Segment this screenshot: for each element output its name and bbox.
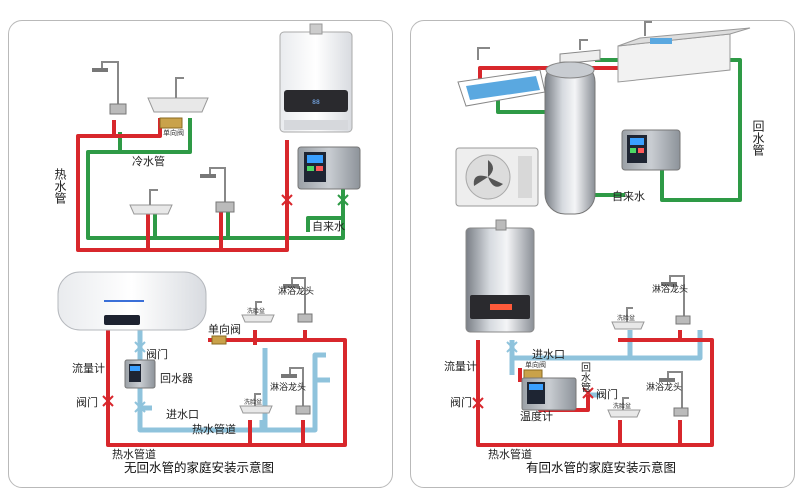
wash-basin-icon (559, 39, 601, 65)
return-pipe-label: 回水管 (579, 362, 591, 393)
hot-pipe-label: 热水管道 (112, 447, 156, 461)
kitchen-counter-icon (617, 21, 751, 83)
tap-water-label: 自来水 (612, 190, 645, 203)
water-heater-icon: 88 (279, 23, 353, 133)
valve-icon (472, 387, 594, 409)
left-top-hot-pipes (76, 118, 289, 252)
return-device-icon (124, 359, 156, 389)
tap-water-label: 自来水 (312, 220, 345, 233)
wash-basin-icon (147, 77, 209, 113)
wash-basin-label: 洗脸盆 (617, 314, 635, 322)
valve-label: 阀门 (76, 395, 98, 409)
check-valve-label: 单向阀 (163, 128, 184, 137)
left-top-cold-pipes (86, 118, 345, 240)
shower-faucet-label: 淋浴龙头 (278, 285, 314, 297)
shower-head-icon (281, 367, 311, 415)
bathtub-icon (457, 47, 546, 107)
shower-head-icon (283, 277, 313, 323)
right-bottom-system: 进水口 流量计 单向阀 回水管 阀门 阀门 温度计 淋浴龙头 洗脸盆 淋浴龙头 … (444, 219, 714, 461)
check-valve-label: 单向阀 (525, 360, 546, 369)
cold-pipe-label: 冷水管 (132, 154, 165, 168)
shower-faucet-label: 淋浴龙头 (652, 283, 688, 295)
wash-basin-label: 洗脸盆 (247, 307, 265, 315)
return-pipe-label: 回水管 (751, 120, 765, 157)
controller-box-icon (521, 377, 577, 411)
inlet-label: 进水口 (532, 348, 565, 361)
wash-basin-icon (611, 307, 645, 330)
right-top-system: 回水管 自来水 (455, 21, 765, 215)
hot-pipe-label: 热水管道 (488, 447, 532, 461)
wash-basin-icon (239, 393, 273, 414)
controller-box-icon (297, 146, 361, 190)
left-caption: 无回水管的家庭安装示意图 (124, 460, 274, 475)
wash-basin-icon (129, 189, 173, 215)
controller-box-icon (621, 129, 681, 171)
heat-pump-unit-icon (455, 147, 539, 207)
left-bottom-system: 淋浴龙头 洗脸盆 单向阀 阀门 流量计 回水器 阀门 进水口 淋浴龙头 洗脸盆 … (57, 271, 347, 461)
hot-pipe-label: 热水管 (53, 168, 67, 205)
wash-basin-label: 洗脸盆 (613, 402, 631, 410)
temp-meter-label: 温度计 (520, 409, 553, 423)
valve-icon (134, 341, 146, 413)
hot-pipe-label: 热水管道 (192, 422, 236, 436)
shower-head-icon (659, 371, 689, 417)
left-top-valve-cold (337, 194, 349, 206)
check-valve-icon (159, 117, 183, 129)
flowmeter-label: 流量计 (72, 361, 105, 375)
left-top-valve-hot (281, 194, 293, 206)
flowmeter-label: 流量计 (444, 359, 477, 373)
check-valve-icon (523, 369, 543, 379)
wash-basin-label: 洗脸盆 (244, 398, 262, 406)
valve-icon (102, 395, 114, 407)
water-heater-icon (465, 219, 535, 333)
check-valve-icon (211, 335, 227, 345)
storage-tank-icon (544, 61, 596, 215)
shower-faucet-label: 淋浴龙头 (646, 381, 682, 393)
check-valve-label: 单向阀 (208, 322, 241, 336)
shower-faucet-label: 淋浴龙头 (270, 381, 306, 393)
valve-icon (506, 341, 518, 353)
left-bottom-hot-pipes (106, 330, 347, 447)
shower-head-icon (661, 275, 691, 325)
svg-text:88: 88 (312, 99, 320, 106)
left-bottom-blue-pipes (137, 330, 330, 433)
valve-label: 阀门 (146, 347, 168, 361)
shower-head-icon (200, 167, 235, 213)
wash-basin-icon (241, 301, 275, 323)
right-caption: 有回水管的家庭安装示意图 (526, 460, 676, 475)
valve-label: 阀门 (596, 387, 618, 401)
left-top-system: 88 热水管 单向阀 冷水管 自来水 (53, 23, 361, 252)
valve-label: 阀门 (450, 395, 472, 409)
electric-water-heater-icon (57, 271, 207, 331)
return-device-label: 回水器 (160, 372, 193, 385)
shower-head-icon (92, 61, 127, 115)
wash-basin-icon (607, 397, 641, 418)
inlet-label: 进水口 (166, 408, 199, 421)
